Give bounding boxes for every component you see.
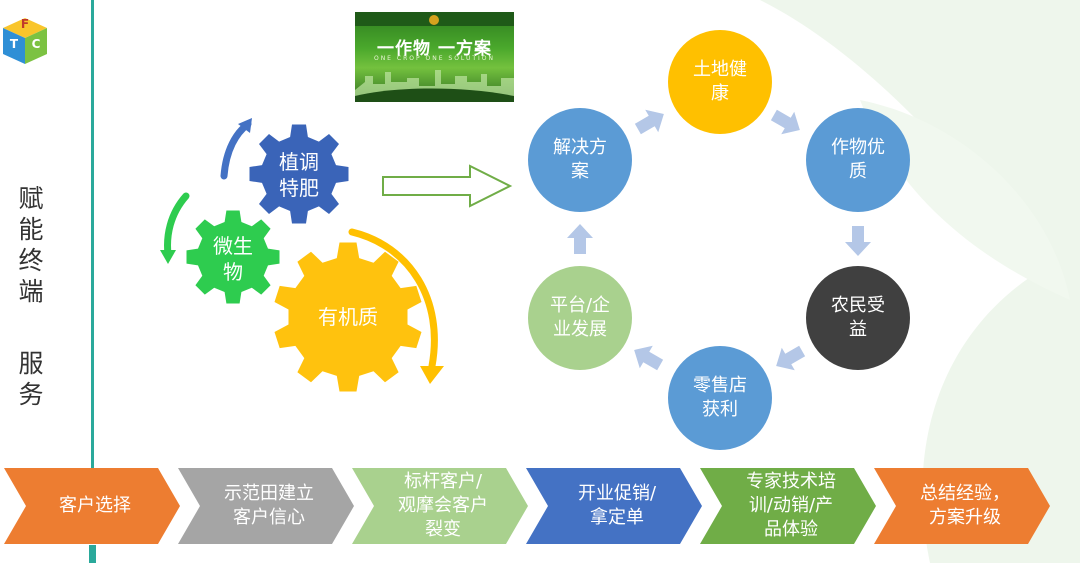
step-text: 客户选择 xyxy=(59,495,131,516)
side-title-char: 服 xyxy=(18,349,44,378)
banner-skyline xyxy=(355,12,514,102)
cycle-node-land-health: 土地健 康 xyxy=(668,30,772,134)
gear-pgr-fertilizer xyxy=(249,124,349,224)
vertical-divider xyxy=(91,0,94,470)
step-text: 开业促销/ 拿定单 xyxy=(577,483,657,528)
cycle-arrow-1 xyxy=(634,109,664,135)
step-label-benchmark-customer: 标杆客户/ 观摩会客户 裂变 xyxy=(376,468,510,544)
cycle-node-crop-quality: 作物优 质 xyxy=(806,108,910,212)
step-text: 标杆客户/ 观摩会客户 裂变 xyxy=(398,471,488,540)
process-chevron-1 xyxy=(4,468,180,544)
arc-arrowhead-green xyxy=(160,250,176,264)
cycle-node-solution: 解决方 案 xyxy=(528,108,632,212)
cycle-arrow-6 xyxy=(567,224,593,254)
ftc-logo xyxy=(3,18,47,64)
rotation-arc-green xyxy=(164,192,190,258)
logo-letter-t: T xyxy=(9,37,19,51)
cycle-node-label: 解决方 案 xyxy=(553,137,607,182)
banner-image: 一作物 一方案 ONE CROP ONE SOLUTION xyxy=(355,12,514,102)
logo-letter-c: C xyxy=(31,37,41,51)
process-chevron-3 xyxy=(352,468,528,544)
cycle-node-farmer-benefit: 农民受 益 xyxy=(806,266,910,370)
vertical-divider-foot xyxy=(89,545,96,563)
side-title-char: 终 xyxy=(18,246,44,275)
side-title-char: 务 xyxy=(18,380,44,409)
cycle-arrow-5 xyxy=(634,345,664,371)
side-title-char: 赋 xyxy=(18,184,44,213)
cycle-node-label: 农民受 益 xyxy=(831,295,885,340)
step-label-demo-field: 示范田建立 客户信心 xyxy=(202,468,336,544)
side-title-line1: 赋 能 终 端 xyxy=(14,183,48,307)
banner-subtitle: ONE CROP ONE SOLUTION xyxy=(373,55,496,62)
process-chevron-6 xyxy=(874,468,1050,544)
gear-label-microbe: 微生 物 xyxy=(213,234,253,284)
step-text: 专家技术培 训/动销/产 品体验 xyxy=(746,471,836,540)
cycle-arrows xyxy=(567,109,871,371)
cycle-node-label: 作物优 质 xyxy=(831,137,885,182)
gear-label-pgr-fertilizer: 植调 特肥 xyxy=(279,150,319,200)
cycle-node-label: 平台/企 业发展 xyxy=(549,295,611,340)
process-chevron-4 xyxy=(526,468,702,544)
step-label-opening-promotion: 开业促销/ 拿定单 xyxy=(550,468,684,544)
step-text: 总结经验， 方案升级 xyxy=(920,483,1010,528)
process-chevrons xyxy=(4,468,1050,544)
cycle-node-label: 零售店 获利 xyxy=(693,375,747,420)
step-label-customer-selection: 客户选择 xyxy=(28,468,162,544)
cycle-node-label: 土地健 康 xyxy=(693,59,747,104)
gear-microbe xyxy=(186,210,280,304)
logo-letter-f: F xyxy=(20,17,30,31)
process-chevron-2 xyxy=(178,468,354,544)
cycle-arrow-4 xyxy=(776,345,806,371)
connector-arrow xyxy=(382,164,513,208)
rotation-arc-blue xyxy=(220,120,252,180)
process-chevron-5 xyxy=(700,468,876,544)
cycle-node-retailer-profit: 零售店 获利 xyxy=(668,346,772,450)
rotation-arc-yellow xyxy=(348,228,438,370)
cycle-arrow-3 xyxy=(845,226,871,256)
side-title-char: 端 xyxy=(18,277,44,306)
gear-label-organic-matter: 有机质 xyxy=(318,305,378,329)
side-title-char: 能 xyxy=(18,215,44,244)
step-label-summary-upgrade: 总结经验， 方案升级 xyxy=(898,468,1032,544)
gears-layer xyxy=(186,124,422,392)
step-label-expert-training: 专家技术培 训/动销/产 品体验 xyxy=(724,468,858,544)
arc-arrowhead-yellow xyxy=(420,366,444,384)
cycle-arrow-2 xyxy=(770,109,800,135)
arc-arrowhead-blue xyxy=(238,118,252,133)
side-title-line2: 服 务 xyxy=(14,348,48,410)
gear-organic-matter xyxy=(274,242,422,392)
cycle-node-platform-growth: 平台/企 业发展 xyxy=(528,266,632,370)
step-text: 示范田建立 客户信心 xyxy=(224,483,314,528)
banner-title: 一作物 一方案 xyxy=(377,39,492,59)
